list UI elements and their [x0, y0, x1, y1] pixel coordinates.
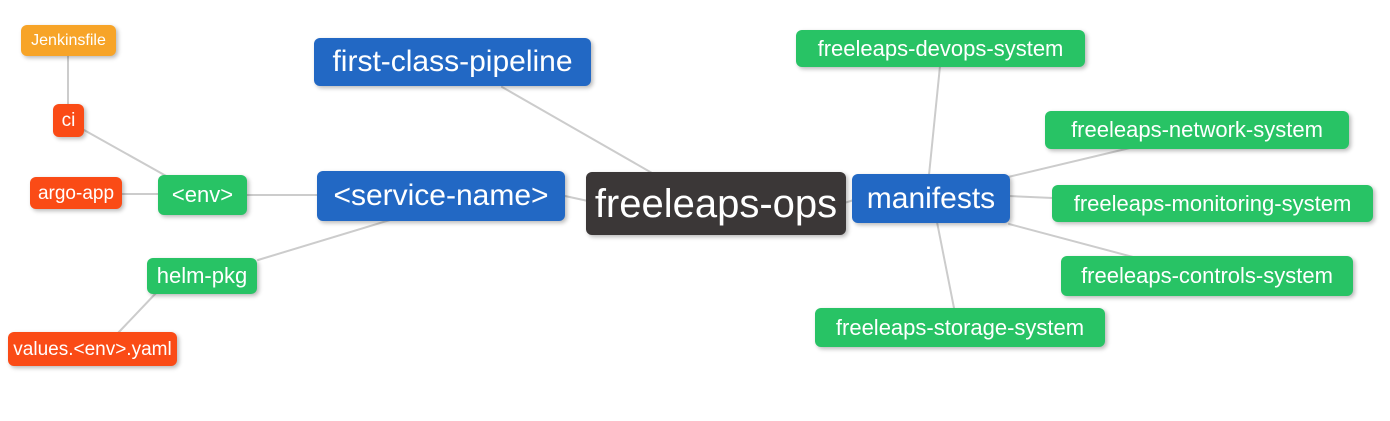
edge-manifests-controls-system [1008, 223, 1134, 258]
node-monitoring-system[interactable]: freeleaps-monitoring-system [1052, 185, 1373, 222]
edge-service-name-freeleaps-ops [564, 195, 589, 202]
node-values-env-yaml[interactable]: values.<env>.yaml [8, 332, 177, 366]
edge-values-env-yaml-helm-pkg [117, 291, 158, 334]
node-network-system[interactable]: freeleaps-network-system [1045, 111, 1349, 149]
node-argo-app[interactable]: argo-app [30, 177, 122, 209]
node-freeleaps-ops[interactable]: freeleaps-ops [586, 172, 846, 235]
node-devops-system[interactable]: freeleaps-devops-system [796, 30, 1085, 67]
node-storage-system[interactable]: freeleaps-storage-system [815, 308, 1105, 347]
node-controls-system[interactable]: freeleaps-controls-system [1061, 256, 1353, 296]
node-ci[interactable]: ci [53, 104, 84, 137]
node-service-name[interactable]: <service-name> [317, 171, 565, 221]
edge-manifests-devops-system [928, 65, 941, 176]
edge-manifests-storage-system [936, 221, 955, 309]
edge-first-class-pipeline-freeleaps-ops [501, 86, 653, 174]
edge-manifests-monitoring-system [1008, 195, 1054, 199]
edge-manifests-network-system [1007, 147, 1131, 178]
node-manifests[interactable]: manifests [852, 174, 1010, 223]
node-helm-pkg[interactable]: helm-pkg [147, 258, 257, 294]
edge-helm-pkg-service-name [257, 219, 391, 261]
edge-ci-env [83, 129, 169, 178]
node-jenkinsfile[interactable]: Jenkinsfile [21, 25, 116, 56]
node-env[interactable]: <env> [158, 175, 247, 215]
node-first-class-pipeline[interactable]: first-class-pipeline [314, 38, 591, 86]
